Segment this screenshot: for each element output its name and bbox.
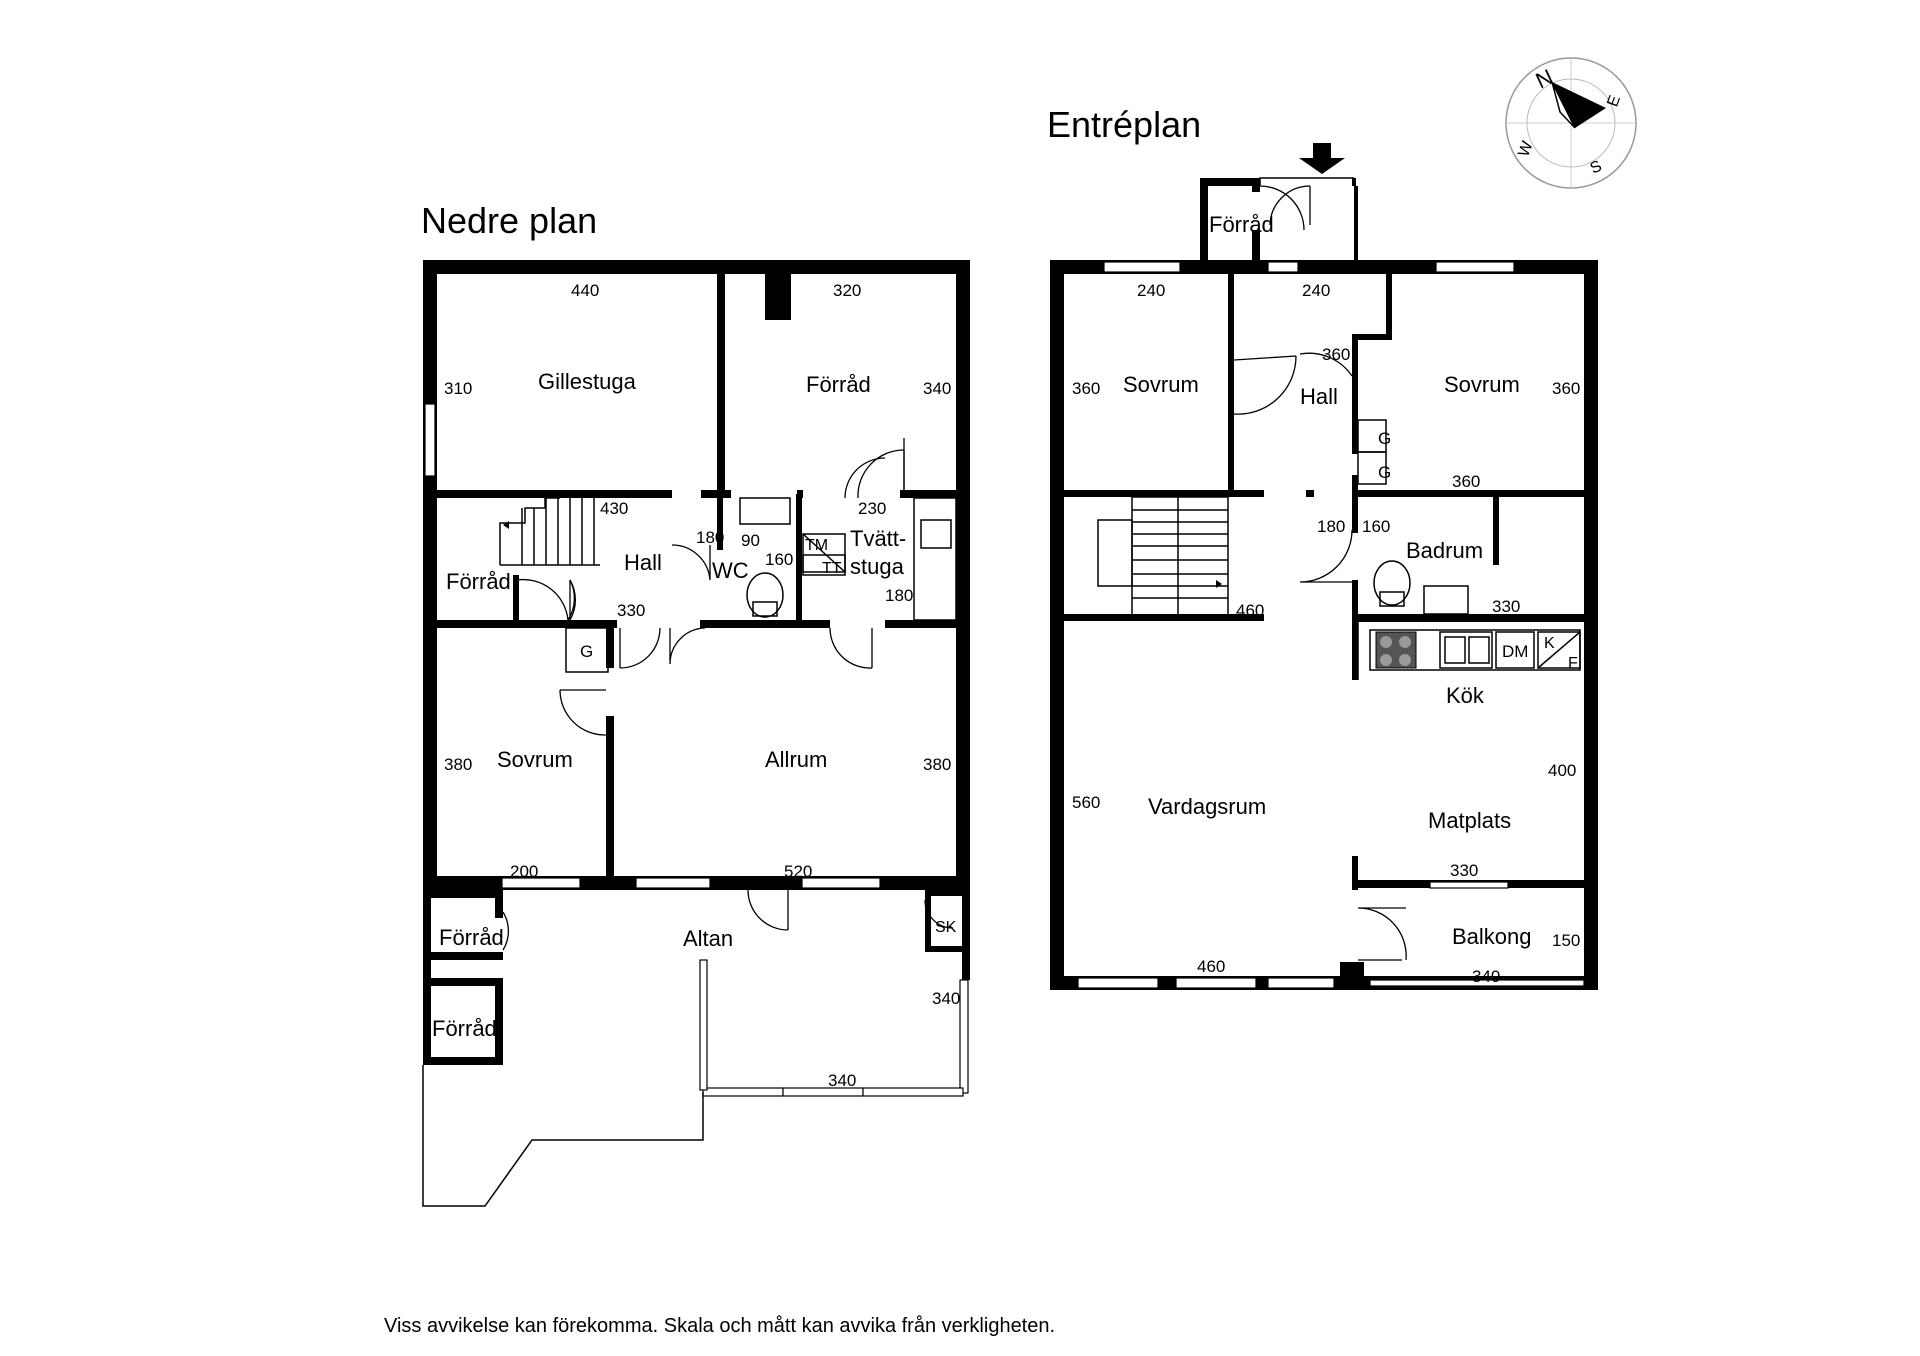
- room-sovrum-lower: Sovrum: [497, 747, 573, 772]
- room-sovrum-right: Sovrum: [1444, 372, 1520, 397]
- fixture-g-1: G: [1378, 429, 1391, 448]
- dim-360b: 360: [1322, 345, 1350, 364]
- room-allrum: Allrum: [765, 747, 827, 772]
- dim-200: 200: [510, 862, 538, 881]
- room-hall-lower: Hall: [624, 550, 662, 575]
- entry-plan-title: Entréplan: [1047, 104, 1201, 145]
- compass-n: N: [1532, 64, 1557, 93]
- lower-windows: [424, 403, 969, 1097]
- lower-stairs: [499, 497, 600, 566]
- dim-430: 430: [600, 499, 628, 518]
- dim-330a: 330: [1492, 597, 1520, 616]
- dim-240a: 240: [1137, 281, 1165, 300]
- dim-360a: 360: [1072, 379, 1100, 398]
- dim-330: 330: [617, 601, 645, 620]
- dim-460b: 460: [1197, 957, 1225, 976]
- lower-labels: Gillestuga Förråd Förråd Hall WC Tvätt- …: [432, 281, 960, 1090]
- dim-460a: 460: [1236, 601, 1264, 620]
- fixture-sk: SK: [935, 919, 957, 936]
- entry-stairs: [1097, 496, 1229, 621]
- room-sovrum-left: Sovrum: [1123, 372, 1199, 397]
- fixture-g-2: G: [1378, 463, 1391, 482]
- room-gillestuga: Gillestuga: [538, 369, 637, 394]
- dim-340b: 340: [932, 989, 960, 1008]
- dim-400: 400: [1548, 761, 1576, 780]
- room-forrad-entry: Förråd: [1209, 212, 1274, 237]
- room-balkong: Balkong: [1452, 924, 1532, 949]
- room-forrad-stair: Förråd: [446, 569, 511, 594]
- room-forrad-out-1: Förråd: [439, 925, 504, 950]
- dim-160: 160: [765, 550, 793, 569]
- dim-340c: 340: [828, 1071, 856, 1090]
- room-tvatt-1: Tvätt-: [850, 526, 906, 551]
- dim-560: 560: [1072, 793, 1100, 812]
- entry-outlines: [1097, 177, 1581, 680]
- dim-150: 150: [1552, 931, 1580, 950]
- dim-160-entry: 160: [1362, 517, 1390, 536]
- dim-320: 320: [833, 281, 861, 300]
- compass-rose: N E S W: [1505, 57, 1637, 189]
- lower-plan-title: Nedre plan: [421, 200, 597, 241]
- dim-340-entry: 340: [1472, 967, 1500, 986]
- dim-180a: 180: [696, 528, 724, 547]
- fixture-tm: TM: [805, 537, 828, 554]
- compass-s: S: [1588, 158, 1605, 178]
- room-matplats: Matplats: [1428, 808, 1511, 833]
- dim-180-entry: 180: [1317, 517, 1345, 536]
- lower-doors: [502, 438, 954, 951]
- dim-310: 310: [444, 379, 472, 398]
- room-badrum: Badrum: [1406, 538, 1483, 563]
- compass-e: E: [1604, 93, 1624, 109]
- fixture-g-lower: G: [580, 642, 593, 661]
- dim-520: 520: [784, 862, 812, 881]
- lower-outlines: [422, 497, 957, 1207]
- disclaimer-text: Viss avvikelse kan förekomma. Skala och …: [384, 1315, 1055, 1337]
- room-kok: Kök: [1446, 683, 1485, 708]
- dim-240b: 240: [1302, 281, 1330, 300]
- entrance-arrow-icon: [1299, 143, 1345, 174]
- fixture-tt: TT: [822, 560, 842, 577]
- dim-180b: 180: [885, 586, 913, 605]
- dim-440: 440: [571, 281, 599, 300]
- room-altan: Altan: [683, 926, 733, 951]
- entry-doors: [1233, 185, 1497, 961]
- dim-360c: 360: [1552, 379, 1580, 398]
- dim-90: 90: [741, 531, 760, 550]
- compass-w: W: [1515, 138, 1536, 159]
- fixture-k: K: [1544, 635, 1555, 652]
- room-vardagsrum: Vardagsrum: [1148, 794, 1266, 819]
- room-forrad-top: Förråd: [806, 372, 871, 397]
- fixture-f: F: [1568, 655, 1578, 672]
- entry-windows: [1077, 261, 1585, 989]
- dim-340a: 340: [923, 379, 951, 398]
- room-forrad-out-2: Förråd: [432, 1016, 497, 1041]
- room-tvatt-2: stuga: [850, 554, 905, 579]
- compass-needle-icon: [1552, 82, 1606, 128]
- dim-230: 230: [858, 499, 886, 518]
- room-hall-entry: Hall: [1300, 384, 1338, 409]
- entry-labels: Förråd Sovrum Hall Sovrum Badrum Kök Var…: [1072, 212, 1580, 986]
- dim-380a: 380: [444, 755, 472, 774]
- room-wc: WC: [712, 558, 749, 583]
- fixture-dm: DM: [1502, 642, 1528, 661]
- dim-360d: 360: [1452, 472, 1480, 491]
- dim-330b: 330: [1450, 861, 1478, 880]
- dim-380b: 380: [923, 755, 951, 774]
